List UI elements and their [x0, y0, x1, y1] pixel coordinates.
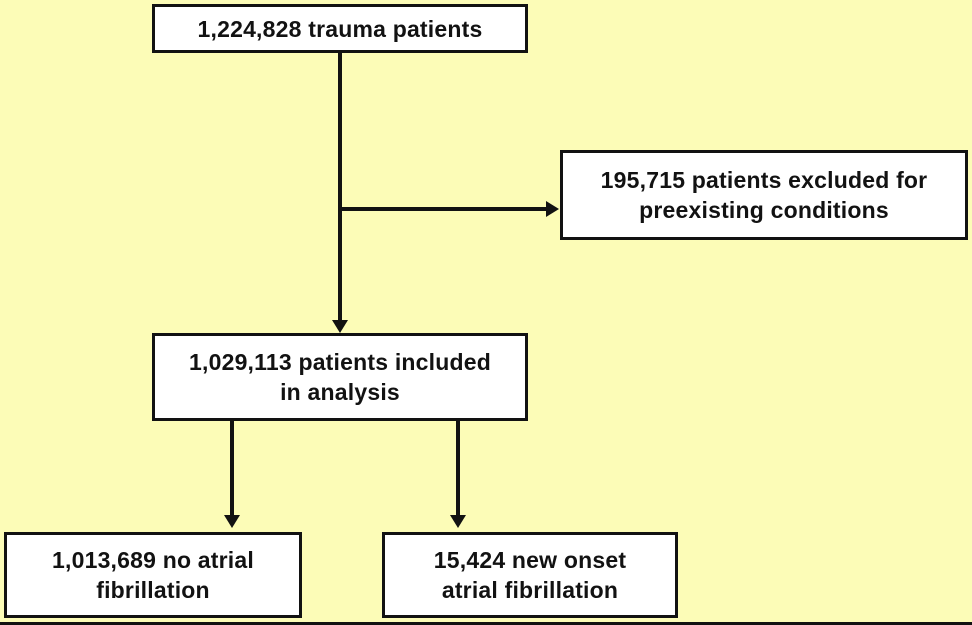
connector-total-to-included	[338, 53, 342, 321]
node-patients-included: 1,029,113 patients included in analysis	[152, 333, 528, 421]
node-text-line: 1,013,689 no atrial	[52, 547, 254, 573]
node-new-onset-atrial-fibrillation: 15,424 new onset atrial fibrillation	[382, 532, 678, 618]
connector-included-to-no-af	[230, 421, 234, 516]
arrowhead-right-icon	[546, 201, 559, 217]
node-patients-excluded: 195,715 patients excluded for preexistin…	[560, 150, 968, 240]
connector-included-to-new-af	[456, 421, 460, 516]
arrowhead-down-icon	[224, 515, 240, 528]
node-text-line: 195,715 patients excluded for	[600, 167, 928, 193]
node-no-atrial-fibrillation: 1,013,689 no atrial fibrillation	[4, 532, 302, 618]
node-text-line: in analysis	[280, 379, 400, 405]
node-text-line: fibrillation	[96, 577, 210, 603]
arrowhead-down-icon	[332, 320, 348, 333]
node-text-line: 1,029,113 patients included	[189, 349, 491, 375]
connector-total-to-excluded	[340, 207, 546, 211]
node-text-line: preexisting conditions	[639, 197, 889, 223]
node-text-line: 15,424 new onset	[433, 547, 627, 573]
node-text-line: 1,224,828 trauma patients	[197, 15, 483, 42]
node-total-trauma-patients: 1,224,828 trauma patients	[152, 4, 528, 53]
arrowhead-down-icon	[450, 515, 466, 528]
node-text-line: atrial fibrillation	[441, 577, 619, 603]
figure-bottom-rule	[0, 622, 972, 625]
